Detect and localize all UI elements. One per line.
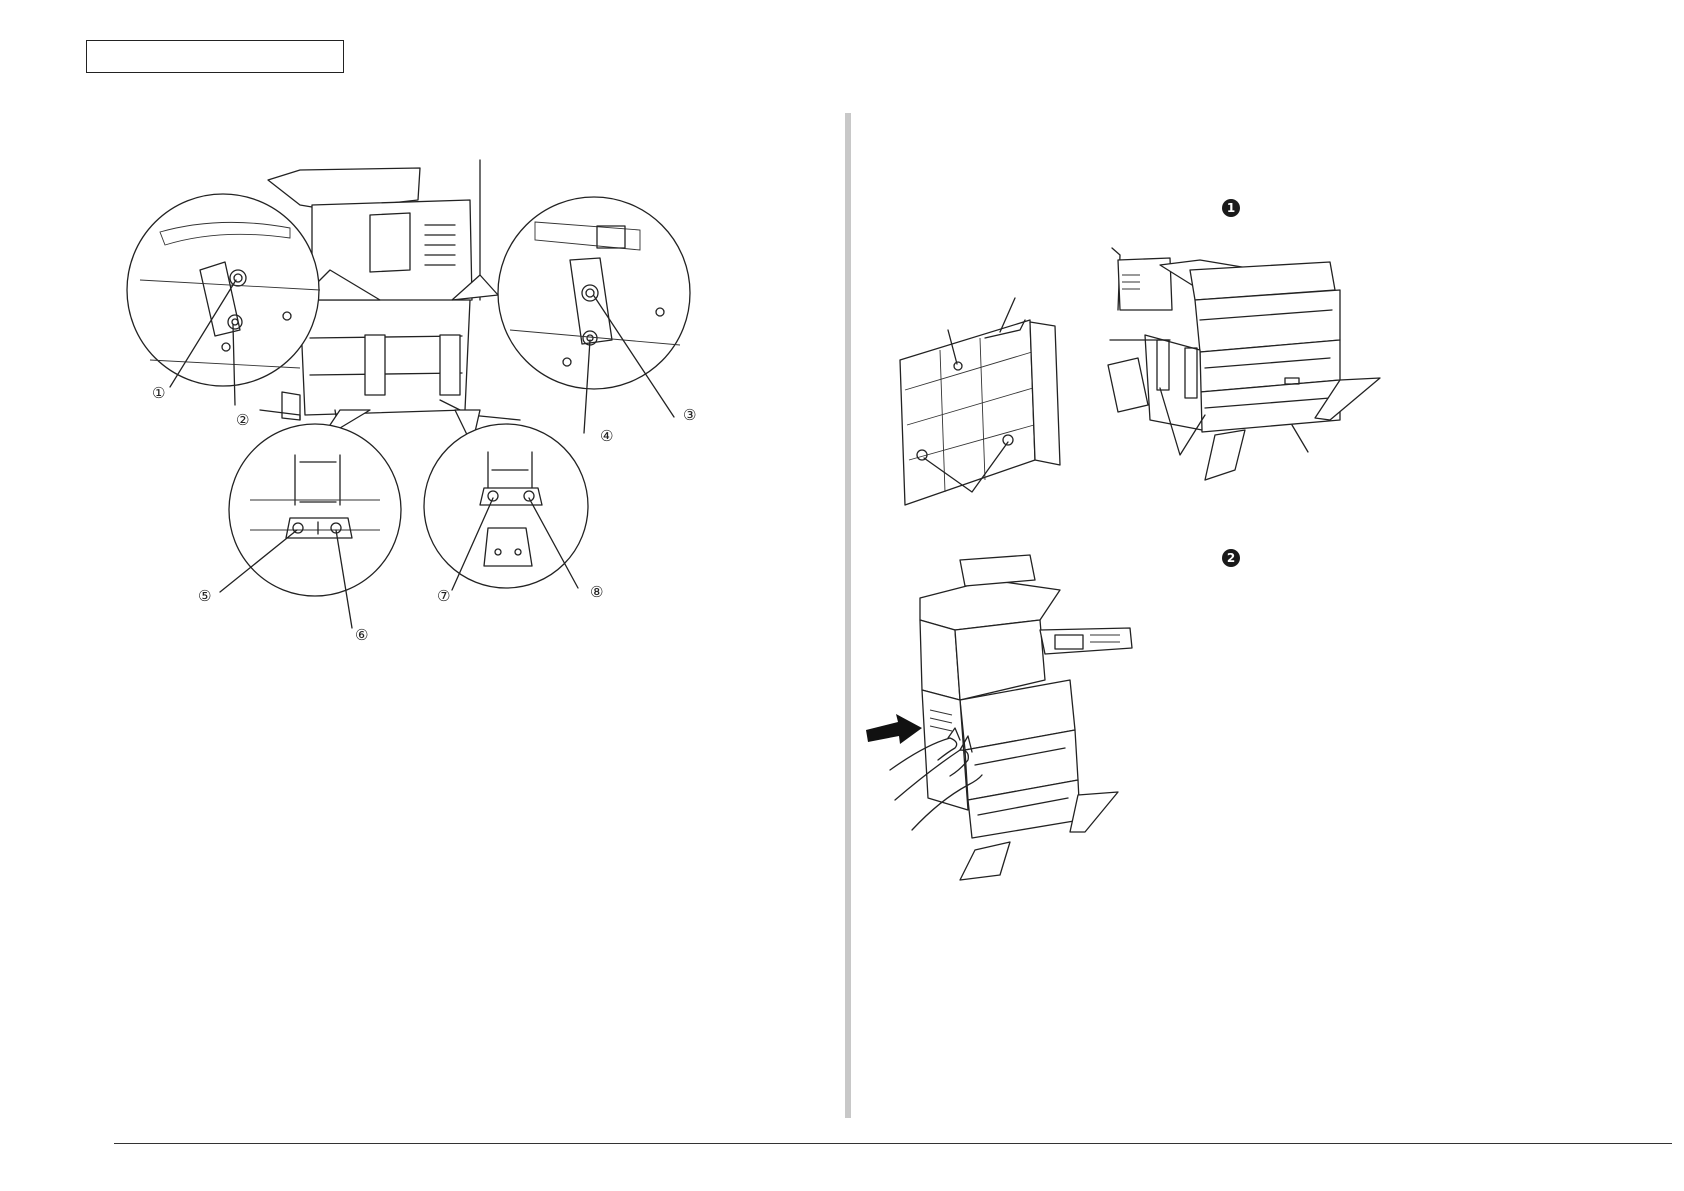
machine-with-stand	[1108, 248, 1380, 480]
callout-2: ②	[236, 411, 249, 429]
side-cover-panel	[900, 298, 1060, 505]
callout-4: ④	[600, 427, 613, 445]
step-2-badge: 2	[1222, 549, 1240, 567]
callout-5: ⑤	[198, 587, 211, 605]
step-2-illustration	[860, 550, 1180, 920]
multifunction-printer	[920, 555, 1132, 880]
callout-7: ⑦	[437, 587, 450, 605]
step-1-badge: 1	[1222, 199, 1240, 217]
detail-circle-bottom-left	[220, 410, 401, 628]
step-1-illustration	[860, 230, 1380, 540]
push-arrow-icon	[866, 714, 922, 744]
callout-6: ⑥	[355, 626, 368, 644]
callout-1: ①	[152, 384, 165, 402]
detail-circle-top-right	[452, 197, 690, 433]
left-illustration-stand-fastening: ① ② ③ ④ ⑤ ⑥ ⑦ ⑧	[0, 0, 845, 700]
callout-3: ③	[683, 406, 696, 424]
footer-rule	[114, 1143, 1672, 1144]
callout-8: ⑧	[590, 583, 603, 601]
detail-circle-bottom-right	[424, 410, 588, 590]
column-divider	[845, 113, 851, 1118]
